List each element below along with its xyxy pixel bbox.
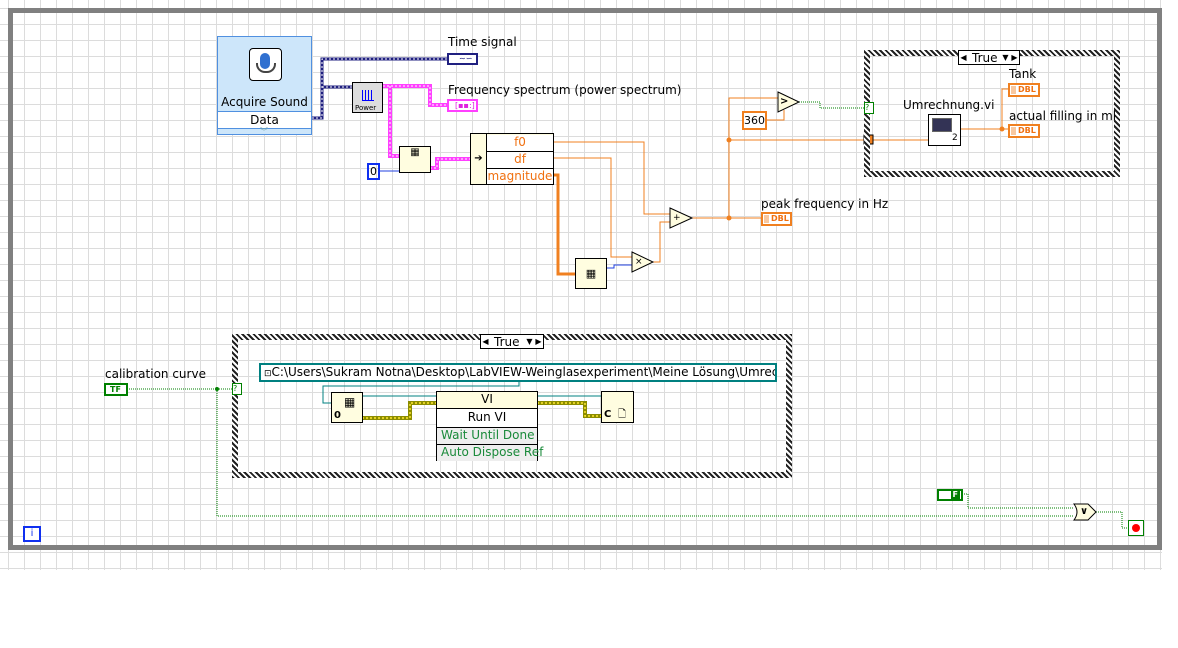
index-array-node[interactable]: ▦ <box>399 146 431 173</box>
loop-stop-terminal[interactable] <box>1128 520 1144 536</box>
tank-label: Tank <box>1009 67 1037 81</box>
threshold-constant[interactable]: 360 <box>742 111 767 130</box>
actual-filling-label: actual filling in ml <box>1009 109 1117 123</box>
close-reference-node[interactable]: C 🗋 <box>601 391 634 423</box>
subvi-label: Umrechnung.vi <box>903 98 995 112</box>
field-magnitude[interactable]: magnitude <box>487 169 553 184</box>
subvi-badge: 2 <box>952 133 958 143</box>
document-icon: 🗋 <box>618 409 627 420</box>
prev-case-icon[interactable]: ◀ <box>960 53 967 62</box>
while-loop[interactable] <box>8 8 1162 550</box>
time-signal-indicator[interactable]: ∼∽ <box>447 53 478 65</box>
zero-constant[interactable]: 0 <box>367 163 380 180</box>
or-symbol: ∨ <box>1080 506 1089 517</box>
next-case-icon[interactable]: ▶ <box>1011 53 1018 62</box>
field-df[interactable]: df <box>487 152 553 169</box>
frequency-spectrum-indicator[interactable]: [▪▪:] <box>447 99 478 112</box>
run-vi-invoke-node[interactable]: VI Run VI Wait Until Done Auto Dispose R… <box>436 391 543 461</box>
data-output-terminal[interactable]: Data <box>218 111 311 129</box>
field-f0[interactable]: f0 <box>487 135 553 152</box>
case-selector-value: True <box>972 50 998 65</box>
dropdown-icon[interactable]: ▼ <box>1002 53 1009 62</box>
wire-spectrum <box>383 84 447 107</box>
case-selector-top[interactable]: ◀ True ▼▶ <box>958 50 1020 65</box>
data-output-label: Data <box>250 113 279 127</box>
greater-symbol: > <box>780 96 789 107</box>
open-vi-reference-node[interactable]: 0 ▦ <box>331 392 363 423</box>
peak-frequency-indicator[interactable]: DBL <box>761 212 792 226</box>
acquire-sound-express-vi[interactable]: Acquire Sound Data ︾ <box>217 36 312 136</box>
multiply-symbol: × <box>635 257 643 267</box>
prev-case-icon[interactable]: ◀ <box>482 337 489 346</box>
unbundle-arrow-icon: ➔ <box>471 134 487 184</box>
close-label: C <box>604 409 612 420</box>
graph-icon <box>932 118 952 132</box>
param-auto-dispose-ref[interactable]: Auto Dispose Ref <box>437 444 543 461</box>
unbundle-by-name[interactable]: ➔ f0 df magnitude <box>470 133 554 185</box>
false-value: F <box>950 490 960 499</box>
actual-filling-indicator[interactable]: DBL <box>1008 124 1040 138</box>
case-selector-value: True <box>494 334 520 349</box>
invoke-method[interactable]: Run VI <box>467 410 507 424</box>
stop-icon <box>1132 524 1140 532</box>
umrechnung-subvi[interactable]: 2 <box>928 114 961 146</box>
param-wait-until-done[interactable]: Wait Until Done <box>437 427 537 444</box>
acquire-sound-title: Acquire Sound <box>221 95 308 109</box>
case-selector-bottom[interactable]: ◀ True ▼▶ <box>480 334 544 349</box>
dropdown-icon[interactable]: ▼ <box>526 337 533 346</box>
false-constant[interactable]: F <box>937 489 963 501</box>
peak-frequency-label: peak frequency in Hz <box>761 197 889 211</box>
calibration-curve-label: calibration curve <box>105 367 206 381</box>
power-label: Power <box>355 104 377 112</box>
invoke-class: VI <box>437 392 537 409</box>
calibration-curve-control[interactable]: TF <box>104 383 128 396</box>
vi-path-value: C:\Users\Sukram Notna\Desktop\LabVIEW-We… <box>271 365 777 379</box>
next-case-icon[interactable]: ▶ <box>535 337 542 346</box>
index-zero: 0 <box>334 410 341 421</box>
add-symbol: + <box>673 213 681 223</box>
case-selector-terminal: ? <box>864 102 874 114</box>
frequency-spectrum-label: Frequency spectrum (power spectrum) <box>448 83 682 97</box>
spectrum-icon <box>362 90 374 101</box>
case-selector-terminal: ? <box>232 383 242 395</box>
grid-icon: ▦ <box>344 395 356 409</box>
case-structure-top[interactable] <box>864 50 1120 177</box>
vi-path-constant[interactable]: ⊡C:\Users\Sukram Notna\Desktop\LabVIEW-W… <box>259 363 777 382</box>
path-icon: ⊡ <box>264 369 272 379</box>
tank-indicator[interactable]: DBL <box>1008 83 1040 97</box>
time-signal-label: Time signal <box>448 35 517 49</box>
iteration-terminal: i <box>23 526 41 542</box>
microphone-icon <box>249 48 282 81</box>
expand-chevron-icon[interactable]: ︾ <box>260 127 268 136</box>
power-spectrum-node[interactable]: Power <box>352 82 383 113</box>
array-max-min-node[interactable]: ▦ <box>575 258 607 289</box>
